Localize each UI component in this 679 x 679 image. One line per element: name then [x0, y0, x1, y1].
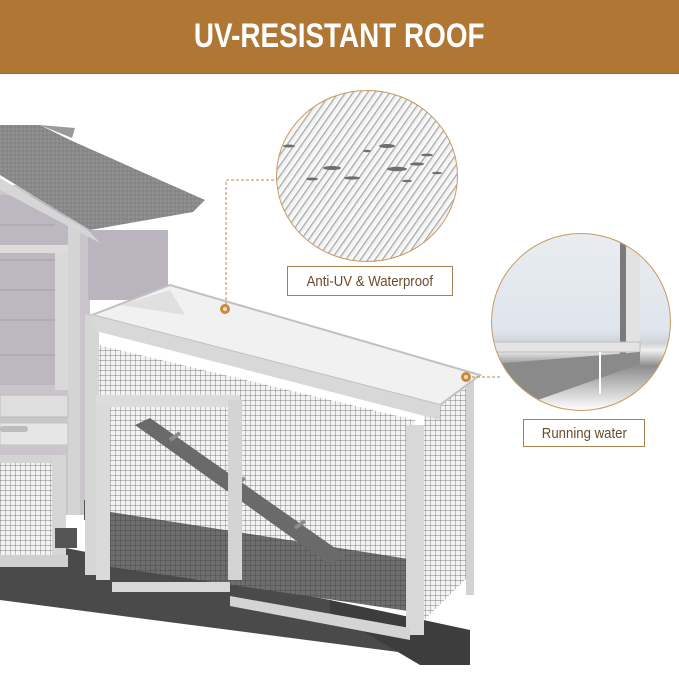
door-latch-icon: [55, 528, 77, 548]
roof-edge-closeup-icon: [492, 234, 641, 409]
callout-connector-1: [225, 179, 280, 310]
callout-label-running-water: Running water: [523, 419, 645, 447]
callout-label-anti-uv-waterproof: Anti-UV & Waterproof: [287, 266, 453, 296]
water-droplets-icon: [283, 144, 442, 183]
product-scene: [0, 75, 679, 679]
detail-circle-waterproof: [276, 90, 458, 262]
rabbit-hutch-illustration: [0, 125, 500, 665]
banner-title: UV-RESISTANT ROOF: [194, 17, 485, 55]
callout-text: Running water: [541, 424, 627, 442]
banner-header: UV-RESISTANT ROOF: [0, 0, 679, 74]
callout-text: Anti-UV & Waterproof: [306, 272, 434, 290]
gable-roof: [0, 125, 205, 230]
detail-circle-running-water: [491, 233, 671, 411]
